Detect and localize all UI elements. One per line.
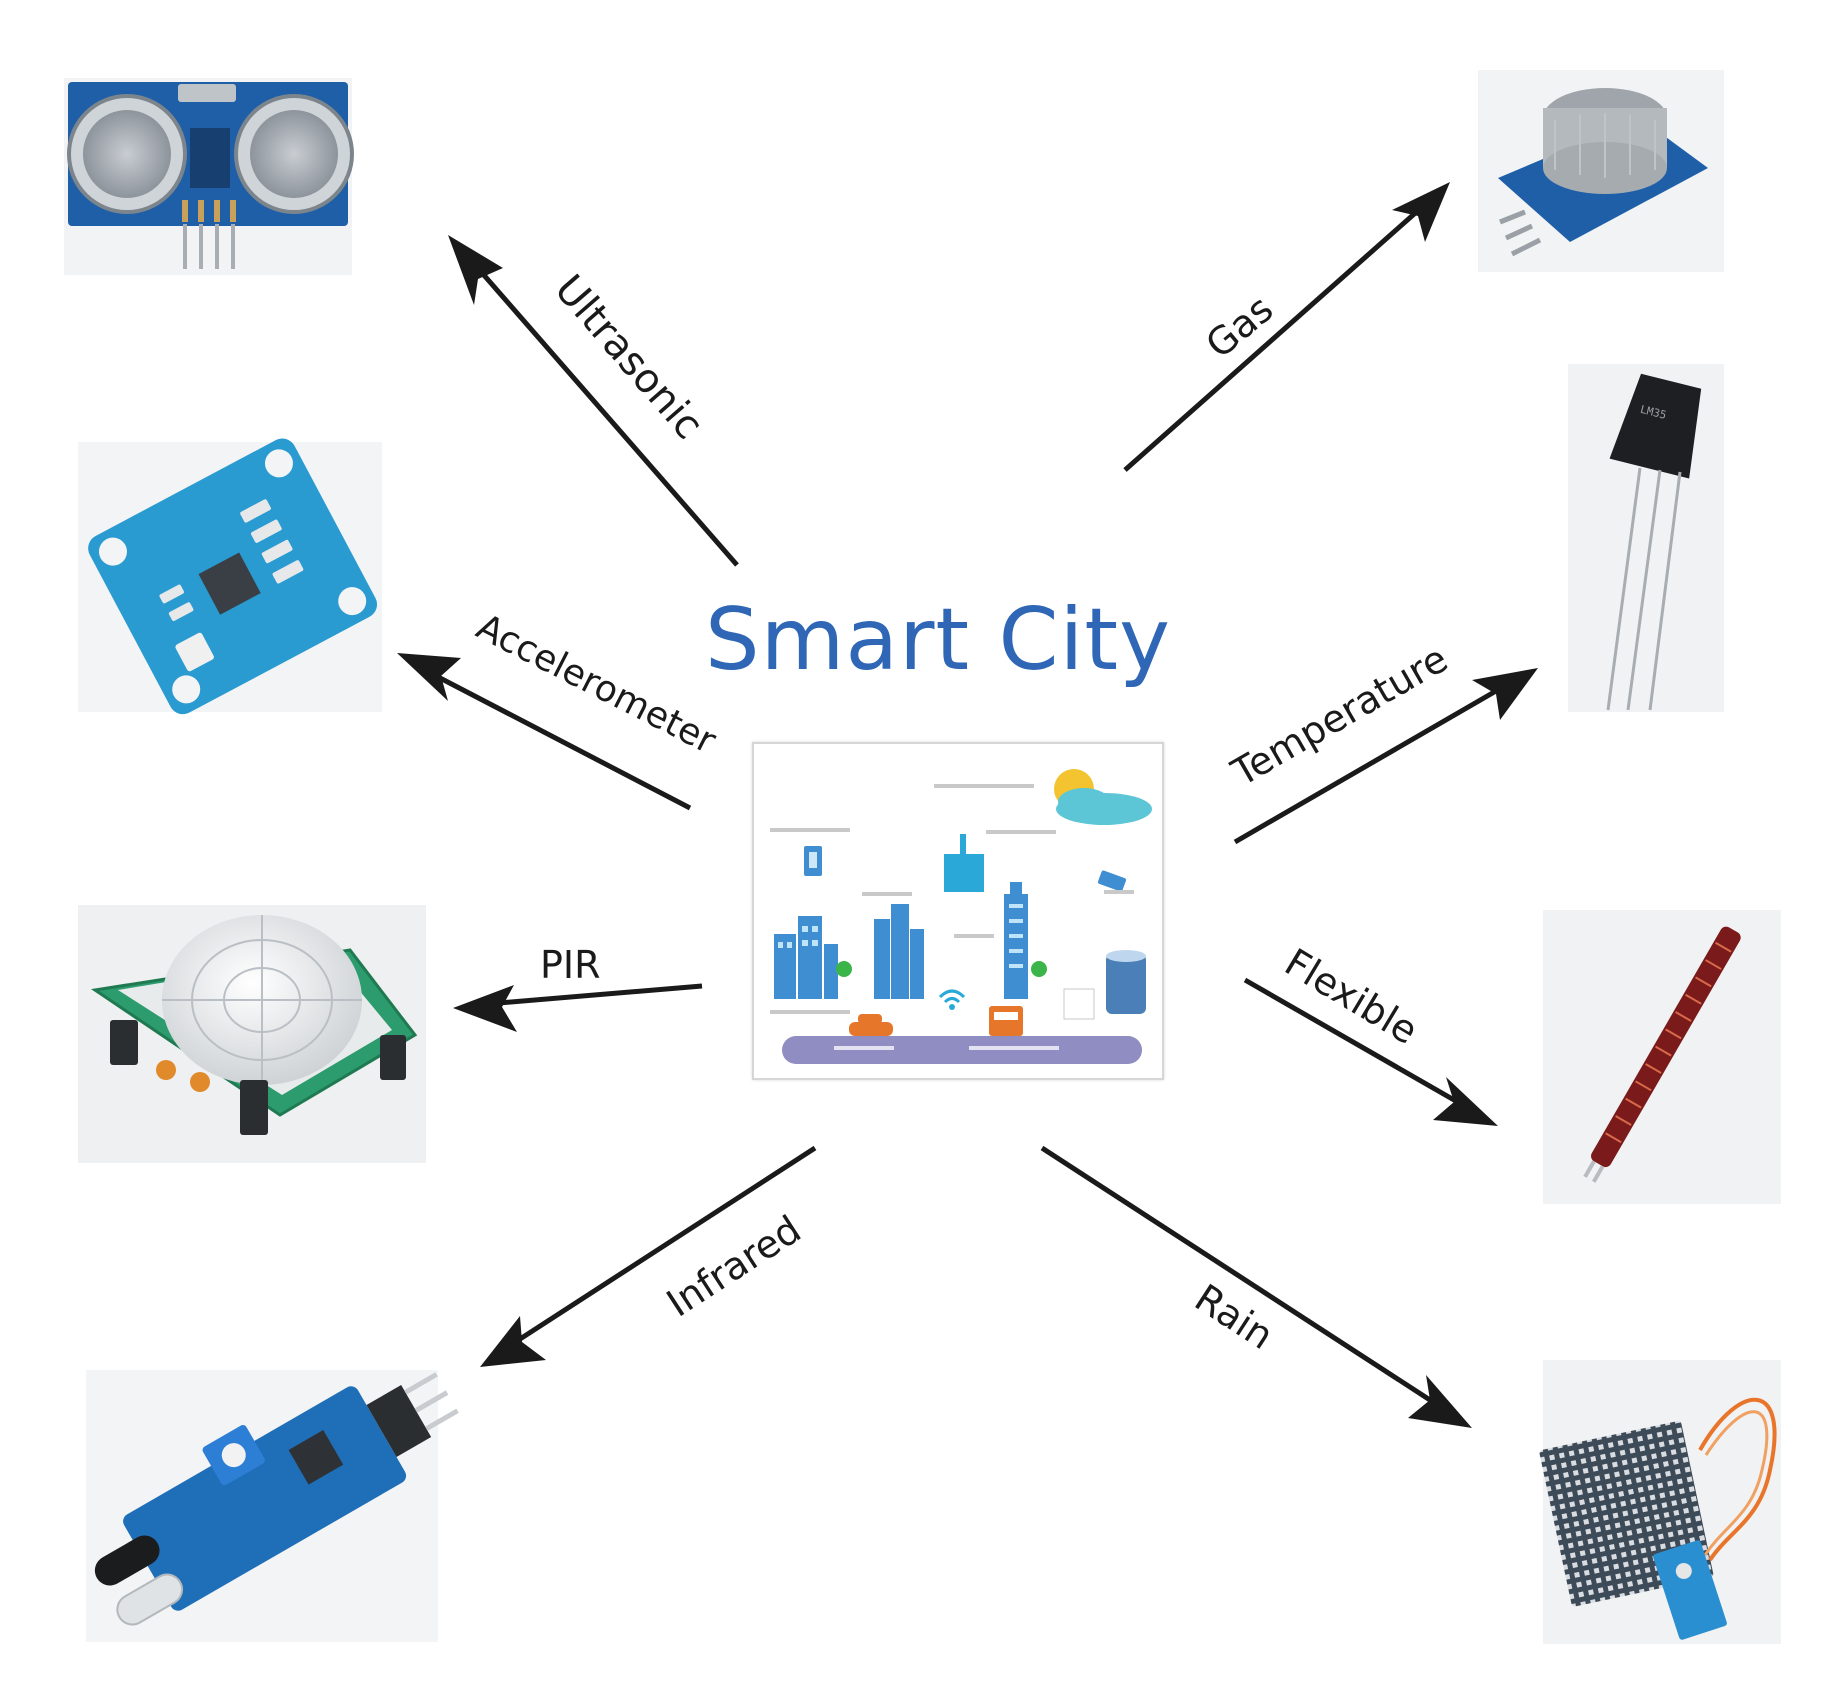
- label-gas: Gas: [1198, 287, 1282, 367]
- arrow-pir: [453, 983, 703, 1032]
- page-title: Smart City: [705, 590, 1172, 690]
- accelerometer-sensor-image: [78, 438, 382, 715]
- rain-sensor-image: [1539, 1360, 1781, 1644]
- label-ultrasonic: Ultrasonic: [545, 266, 711, 448]
- flex-sensor-image: [1543, 910, 1781, 1204]
- camera-icon: [1097, 870, 1134, 894]
- infrared-sensor-image: [86, 1370, 459, 1642]
- wifi-icon: [938, 989, 966, 1004]
- arrow-temperature: [1233, 668, 1538, 845]
- label-flexible: Flexible: [1277, 940, 1425, 1053]
- arrow-accelerometer: [397, 653, 692, 811]
- arrow-gas: [1123, 182, 1450, 472]
- car-icon: [849, 1014, 893, 1036]
- label-pir: PIR: [540, 943, 601, 987]
- city-scene: [770, 769, 1152, 1064]
- pir-sensor-image: [78, 905, 426, 1163]
- label-rain: Rain: [1187, 1276, 1281, 1358]
- smart-city-illustration: [752, 742, 1164, 1080]
- arrow-rain: [1040, 1145, 1472, 1428]
- weather-icon: [1054, 769, 1152, 825]
- gas-sensor-image: [1478, 70, 1724, 272]
- label-accelerometer: Accelerometer: [470, 606, 722, 762]
- temperature-sensor-image: LM35: [1568, 364, 1724, 712]
- label-infrared: Infrared: [659, 1207, 809, 1326]
- arrow-flexible: [1243, 977, 1498, 1126]
- svg-text:LM35: LM35: [1639, 403, 1668, 422]
- arrow-ultrasonic: [448, 235, 739, 567]
- arrow-infrared: [480, 1145, 817, 1367]
- label-temperature: Temperature: [1224, 636, 1455, 795]
- ultrasonic-sensor-image: [64, 78, 354, 275]
- bus-icon: [989, 1006, 1023, 1036]
